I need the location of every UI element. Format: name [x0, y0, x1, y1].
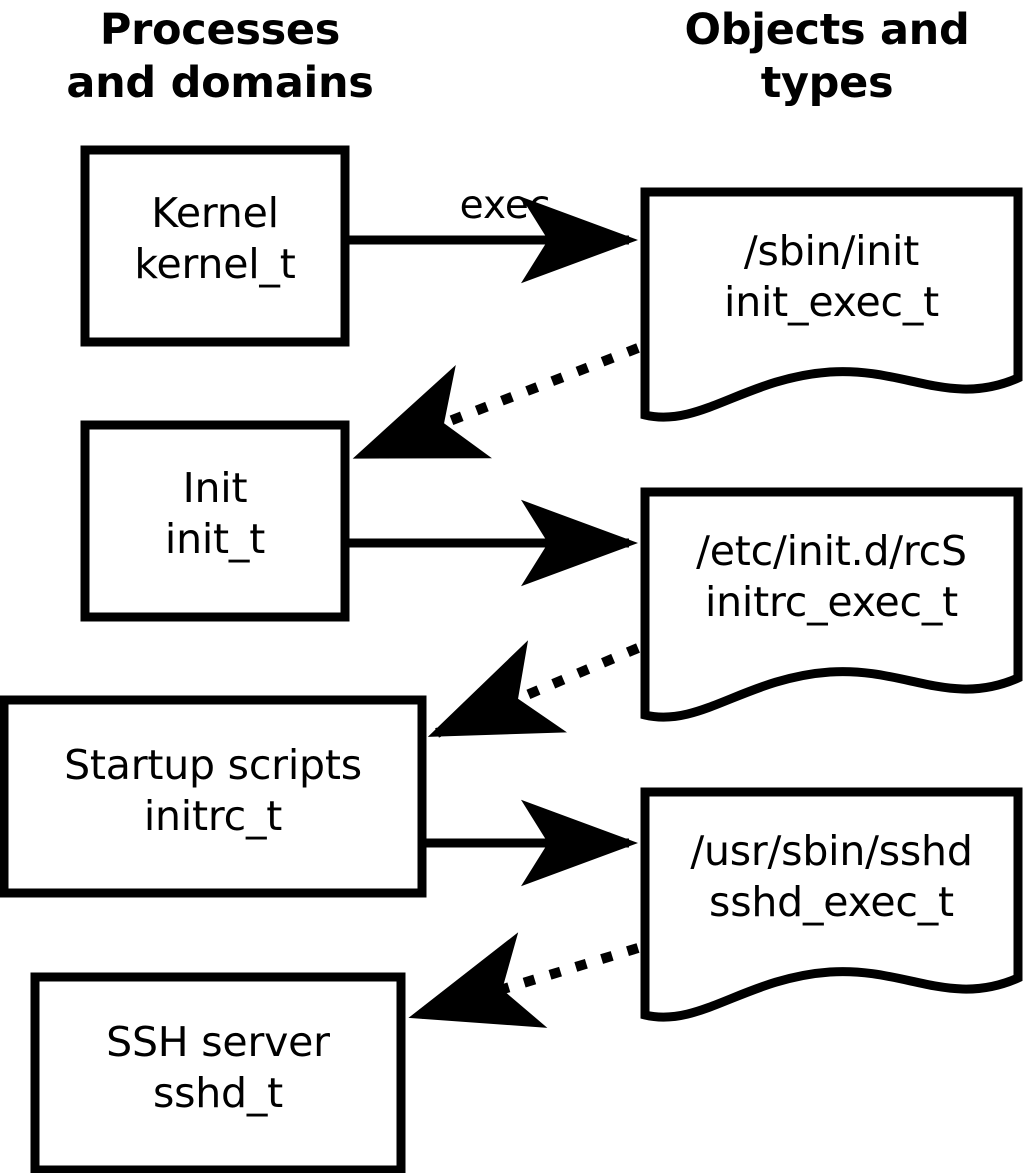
object-doc-etc-initd-rcs[interactable] [640, 487, 1023, 722]
process-box-init[interactable] [80, 420, 350, 622]
process-box-kernel[interactable] [80, 145, 350, 347]
column-header-processes-and-domains: Processes and domains [66, 5, 374, 109]
edge-label-exec: exec [459, 183, 551, 228]
process-box-startup-scripts[interactable] [0, 695, 427, 898]
edge-usr-sbin-sshd-transition-ssh-server [408, 932, 640, 1028]
object-doc-usr-sbin-sshd[interactable] [640, 787, 1023, 1022]
object-label-sbin-init: /sbin/init init_exec_t [724, 227, 939, 326]
column-header-objects-and-types: Objects and types [684, 5, 970, 109]
object-label-etc-initd-rcs: /etc/init.d/rcS initrc_exec_t [696, 527, 967, 626]
edge-etc-initd-rcs-transition-startup-scripts [427, 640, 640, 738]
object-doc-sbin-init[interactable] [640, 187, 1023, 422]
process-label-startup-scripts: Startup scripts initrc_t [64, 741, 362, 840]
process-label-ssh-server: SSH server sshd_t [106, 1018, 330, 1117]
process-label-kernel: Kernel kernel_t [134, 189, 296, 288]
process-box-ssh-server[interactable] [30, 972, 406, 1173]
process-label-init: Init init_t [164, 464, 266, 563]
edge-sbin-init-transition-init [352, 343, 640, 460]
object-label-usr-sbin-sshd: /usr/sbin/sshd sshd_exec_t [690, 827, 973, 926]
